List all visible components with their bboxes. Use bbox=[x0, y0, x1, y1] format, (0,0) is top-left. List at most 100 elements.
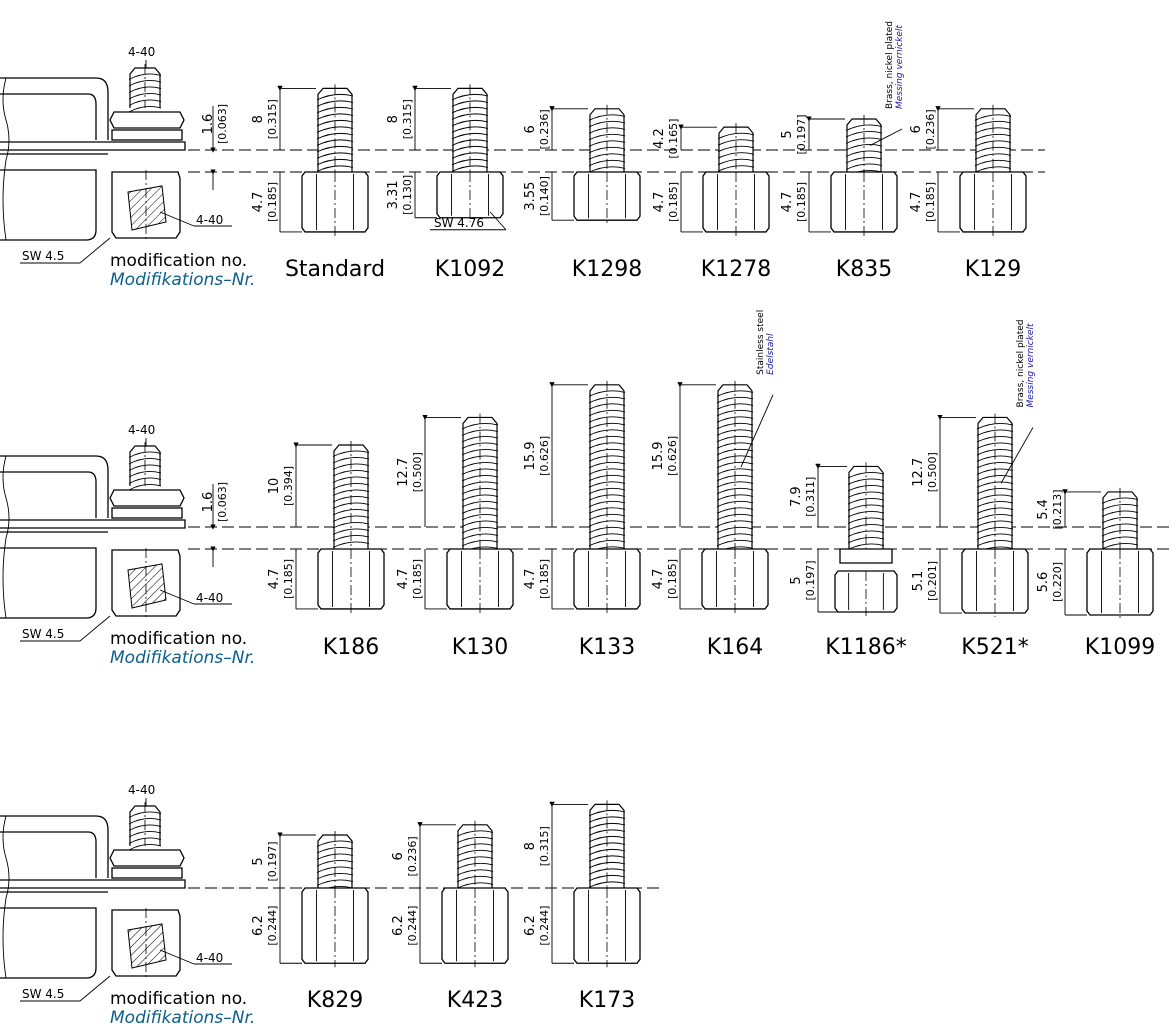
part-k835-material-en: Brass, nickel plated bbox=[885, 21, 895, 109]
part-k521-star-thread-turn bbox=[976, 442, 1014, 449]
part-k1186-star-thread-turn bbox=[847, 471, 885, 479]
part-k130-thread-turn bbox=[461, 442, 499, 449]
part-k1278-thread-turn bbox=[717, 132, 755, 140]
part-k829-thread-turn bbox=[316, 847, 354, 854]
reference-screw-thread-turn bbox=[128, 471, 162, 478]
part-k133-thread-turn bbox=[588, 481, 626, 488]
part-k1099-hex-mm: 5.6 bbox=[1036, 572, 1051, 593]
part-standard-hex-body bbox=[301, 171, 369, 233]
reference-washer bbox=[111, 129, 183, 141]
part-k521-star-thread-inch: [0.500] bbox=[926, 452, 939, 492]
reference-screw-thread-turn bbox=[128, 811, 162, 818]
part-k1298-thread-mm: 6 bbox=[523, 125, 538, 133]
part-standard-thread-inch: [0.315] bbox=[266, 99, 279, 139]
part-k1298-hex-inch: [0.140] bbox=[538, 176, 551, 216]
part-k1099-thread-turn bbox=[1101, 516, 1139, 524]
part-k521-star-material-en: Brass, nickel plated bbox=[1016, 320, 1026, 408]
reference-washer bbox=[111, 507, 183, 519]
part-k164-thread-turn bbox=[716, 481, 754, 488]
reference-screw-thread-turn bbox=[128, 818, 162, 825]
part-k130-thread-turn bbox=[461, 520, 499, 527]
part-standard-thread-mm: 8 bbox=[251, 115, 266, 123]
modification-label-en: modification no. bbox=[110, 989, 247, 1009]
thread-label-top: 4-40 bbox=[128, 45, 155, 59]
part-standard: 8[0.315]4.7[0.185]Standard bbox=[251, 84, 385, 282]
modification-label-en: modification no. bbox=[110, 251, 247, 271]
panel bbox=[0, 879, 186, 979]
part-k1092-thread-inch: [0.315] bbox=[401, 99, 414, 139]
part-k133-thread-inch: [0.626] bbox=[538, 436, 551, 476]
reference-screw-thread-turn bbox=[128, 458, 162, 465]
bracket bbox=[0, 455, 109, 518]
part-k1186-star-hex-inch: [0.197] bbox=[804, 560, 817, 600]
part-k129-hex-inch: [0.185] bbox=[924, 182, 937, 222]
part-standard-thread-turn bbox=[316, 93, 354, 101]
part-k1298-thread-turn bbox=[588, 133, 626, 141]
part-k173-model-label: K173 bbox=[579, 988, 635, 1013]
wrench-label: SW 4.5 bbox=[22, 249, 64, 263]
reference-nut bbox=[109, 111, 185, 129]
thread-label-bottom: 4-40 bbox=[196, 591, 223, 605]
part-k1298: 6[0.236]3.55[0.140]K1298 bbox=[523, 104, 642, 282]
part-k133-thread-turn bbox=[588, 487, 626, 495]
part-k423-hex-inch: [0.244] bbox=[406, 906, 419, 946]
part-k835-material-de: Messing vernickelt bbox=[895, 25, 905, 109]
part-k129: 6[0.236]4.7[0.185]K129 bbox=[909, 104, 1027, 282]
part-k1278-hex-mm: 4.7 bbox=[652, 192, 667, 213]
part-k173-hex-mm: 6.2 bbox=[523, 915, 538, 936]
part-k130-hex-body bbox=[446, 548, 514, 610]
part-k1278: 4.2[0.165]4.7[0.185]K1278 bbox=[652, 119, 771, 282]
part-k1186-star-model-label: K1186* bbox=[825, 635, 906, 660]
reference-screw-thread-turn bbox=[128, 451, 162, 458]
part-k835-thread-inch: [0.197] bbox=[795, 114, 808, 154]
part-k164-thread-inch: [0.626] bbox=[666, 436, 679, 476]
part-k521-star-thread-turn bbox=[976, 533, 1014, 540]
part-k835-material-leader bbox=[869, 128, 903, 146]
part-k521-star-thread-turn bbox=[976, 429, 1014, 436]
part-k423-thread-mm: 6 bbox=[391, 852, 406, 860]
part-k835-model-label: K835 bbox=[836, 257, 892, 282]
part-k1092-thread-turn bbox=[451, 100, 489, 107]
modification-label-en: modification no. bbox=[110, 629, 247, 649]
part-k186-hex-mm: 4.7 bbox=[267, 569, 282, 590]
washer-dim-mm: 1.6 bbox=[201, 114, 216, 135]
part-k164-thread-turn bbox=[716, 409, 754, 417]
part-k133: 15.9[0.626]4.7[0.185]K133 bbox=[523, 380, 641, 660]
part-k423-thread-inch: [0.236] bbox=[406, 836, 419, 876]
part-standard-hex-mm: 4.7 bbox=[251, 192, 266, 213]
part-k164-model-label: K164 bbox=[707, 635, 763, 660]
part-k423-thread-turn bbox=[456, 849, 494, 857]
part-k423-hex-mm: 6.2 bbox=[391, 915, 406, 936]
part-k130-model-label: K130 bbox=[452, 635, 508, 660]
part-k829-model-label: K829 bbox=[307, 988, 363, 1013]
part-k173-thread-mm: 8 bbox=[523, 842, 538, 850]
part-k1278-thread-inch: [0.165] bbox=[667, 119, 680, 159]
part-k1298-hex-mm: 3.55 bbox=[523, 182, 538, 211]
part-k130-thread-turn bbox=[461, 429, 499, 436]
reference-screw-thread-turn bbox=[128, 93, 162, 100]
part-k1298-thread-turn bbox=[588, 120, 626, 128]
part-k130-hex-inch: [0.185] bbox=[411, 559, 424, 599]
part-k133-thread-turn bbox=[588, 468, 626, 475]
part-k133-hex-inch: [0.185] bbox=[538, 559, 551, 599]
part-k1099-hex-inch: [0.220] bbox=[1051, 562, 1064, 602]
part-k835-thread-mm: 5 bbox=[780, 130, 795, 138]
part-k1092-wrench-note: SW 4.76 bbox=[434, 216, 484, 230]
part-k130-thread-turn bbox=[461, 423, 499, 430]
part-k164-material-de: Edelstahl bbox=[766, 333, 776, 375]
part-k829-hex-mm: 6.2 bbox=[251, 915, 266, 936]
part-k521-star-thread-turn bbox=[976, 520, 1014, 527]
part-k164-hex-inch: [0.185] bbox=[666, 559, 679, 599]
part-k164-thread-mm: 15.9 bbox=[651, 441, 666, 470]
part-k186-hex-body bbox=[317, 548, 385, 610]
part-k1092-thread-mm: 8 bbox=[386, 115, 401, 123]
reference-nut bbox=[109, 489, 185, 507]
part-k133-thread-turn bbox=[588, 390, 626, 397]
part-k130-thread-turn bbox=[461, 514, 499, 521]
part-k129-thread-turn bbox=[974, 133, 1012, 141]
break-line bbox=[2, 455, 10, 619]
